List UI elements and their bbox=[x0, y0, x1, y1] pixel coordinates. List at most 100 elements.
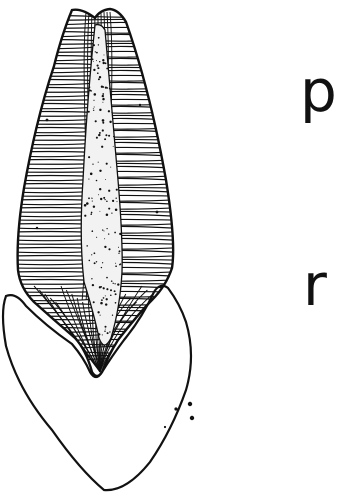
pulp-speckle bbox=[105, 329, 106, 330]
pulp-speckle bbox=[90, 213, 92, 215]
pulp-speckle bbox=[115, 265, 117, 267]
pulp-speckle bbox=[101, 267, 102, 268]
pulp-speckle bbox=[104, 138, 106, 140]
pulp-speckle bbox=[106, 228, 107, 229]
pulp-speckle bbox=[102, 86, 104, 88]
pulp-speckle bbox=[96, 60, 97, 61]
pulp-speckle bbox=[106, 213, 109, 216]
pulp-speckle bbox=[96, 180, 98, 182]
pulp-speckle bbox=[96, 261, 97, 262]
pulp-speckle bbox=[115, 197, 116, 198]
pulp-speckle bbox=[113, 146, 114, 147]
pulp-speckle bbox=[106, 298, 108, 300]
pulp-speckle bbox=[105, 62, 107, 64]
pulp-speckle bbox=[106, 277, 108, 279]
pulp-speckle bbox=[104, 231, 105, 232]
pulp-speckle bbox=[92, 284, 94, 286]
pulp-speckle bbox=[108, 190, 110, 192]
pulp-speckle bbox=[94, 93, 97, 96]
pulp-speckle bbox=[109, 331, 110, 332]
pulp-speckle bbox=[93, 301, 95, 303]
pulp-speckle bbox=[122, 186, 123, 187]
pulp-speckle bbox=[91, 278, 92, 279]
pulp-speckle bbox=[94, 252, 96, 254]
pulp-speckle bbox=[102, 122, 104, 124]
pulp-speckle bbox=[102, 119, 105, 122]
pulp-speckle bbox=[84, 204, 87, 207]
pulp-speckle bbox=[100, 302, 103, 305]
pulp-speckle bbox=[102, 59, 104, 61]
pulp-speckle bbox=[102, 334, 103, 335]
pulp-speckle bbox=[105, 134, 107, 136]
pulp-speckle bbox=[98, 78, 100, 80]
pulp-speckle bbox=[108, 233, 109, 234]
pulp-speckle bbox=[114, 283, 115, 284]
pulp-speckle bbox=[93, 100, 94, 101]
pulp-speckle bbox=[99, 61, 100, 62]
pulp-speckle bbox=[104, 55, 105, 56]
pulp-speckle bbox=[108, 248, 110, 250]
pulp-speckle bbox=[98, 194, 99, 195]
pulp-speckle bbox=[93, 69, 95, 71]
pulp-speckle bbox=[116, 101, 118, 103]
pulp-speckle bbox=[104, 326, 106, 328]
pulp-speckle bbox=[104, 238, 105, 239]
pulp-speckle bbox=[108, 135, 110, 137]
pulp-speckle bbox=[88, 197, 90, 199]
pulp-speckle bbox=[96, 137, 98, 139]
pulp-speckle bbox=[97, 67, 99, 69]
pulp-speckle bbox=[118, 253, 119, 254]
pulp-speckle bbox=[102, 95, 104, 97]
pulp-speckle bbox=[116, 189, 118, 191]
pulp-speckle bbox=[115, 302, 117, 304]
pulp-speckle bbox=[114, 232, 116, 234]
pulp-speckle bbox=[105, 303, 107, 305]
pulp-speckle bbox=[93, 61, 94, 62]
pulp-speckle bbox=[100, 315, 101, 316]
pulp-speckle bbox=[119, 250, 121, 252]
pulp-speckle bbox=[115, 208, 118, 211]
pulp-speckle bbox=[118, 247, 119, 248]
pulp-speckle bbox=[90, 173, 93, 176]
pulp-speckle bbox=[94, 262, 96, 264]
pulp-speckle bbox=[92, 164, 93, 165]
pulp-speckle bbox=[99, 286, 101, 288]
pulp-speckle bbox=[99, 170, 101, 172]
pulp-speckle bbox=[106, 87, 108, 89]
pulp-speckle bbox=[88, 179, 89, 180]
pulp-speckle bbox=[104, 246, 106, 248]
pulp-speckle bbox=[110, 295, 112, 297]
pulp-speckle bbox=[97, 72, 99, 74]
pulp-speckle bbox=[102, 262, 103, 263]
pulp-speckle bbox=[99, 109, 101, 111]
pulp-speckle bbox=[92, 201, 93, 202]
pulp-speckle bbox=[103, 98, 105, 100]
pulp-speckle bbox=[102, 129, 104, 131]
pulp-speckle bbox=[95, 51, 96, 52]
pulp-speckle bbox=[86, 245, 88, 247]
pulp-speckle bbox=[111, 212, 112, 213]
pulp-speckle bbox=[112, 315, 113, 316]
pulp-speckle bbox=[103, 297, 105, 299]
pulp-speckle bbox=[99, 76, 101, 78]
pulp-speckle bbox=[104, 199, 105, 200]
hatch-line bbox=[12, 19, 180, 20]
pulp-speckle bbox=[120, 263, 121, 264]
pulp-speckle bbox=[91, 198, 92, 199]
pulp-speckle bbox=[115, 263, 116, 264]
pulp-speckle bbox=[101, 287, 102, 288]
pulp-speckle bbox=[110, 289, 112, 291]
pulp-speckle bbox=[91, 212, 93, 214]
pulp-speckle bbox=[107, 332, 109, 334]
pulp-speckle bbox=[99, 188, 101, 190]
pulp-speckle bbox=[98, 37, 100, 39]
pulp-speckle bbox=[108, 208, 110, 210]
pulp-speckle bbox=[91, 254, 92, 255]
pulp-speckle bbox=[112, 200, 114, 202]
pulp-speckle bbox=[120, 132, 121, 133]
pulp-speckle bbox=[114, 290, 116, 292]
pulp-speckle bbox=[101, 299, 103, 301]
pulp-speckle bbox=[92, 230, 93, 231]
pulp-speckle bbox=[98, 44, 99, 45]
